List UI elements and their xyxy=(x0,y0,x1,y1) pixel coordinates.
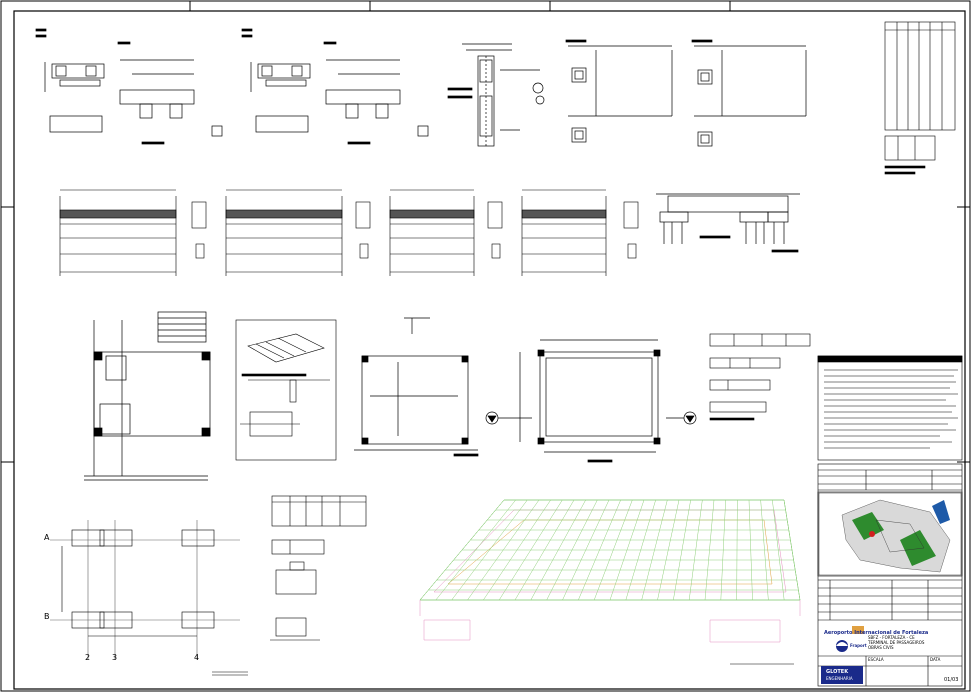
table-notes-center xyxy=(709,333,811,421)
detail-beam-elevation-2 xyxy=(225,189,371,276)
sheet-number: 01/03 xyxy=(944,677,959,683)
project-line-1: SBFZ - FORTALEZA - CE xyxy=(868,635,915,640)
company-name: GLOTEK xyxy=(826,669,849,675)
table-rebar-schedule-top xyxy=(884,21,956,175)
detail-beam-elevation-4 xyxy=(521,189,639,276)
detail-small-schedule xyxy=(270,495,367,641)
detail-slab-plan-2 xyxy=(485,339,697,463)
glotek-logo xyxy=(821,666,863,684)
detail-beam-section-2 xyxy=(241,28,429,145)
general-notes-panel xyxy=(817,355,963,461)
detail-beam-elevation-1 xyxy=(59,189,207,276)
rebar-cage-3d-view xyxy=(419,499,801,665)
detail-isometric-reinforcement xyxy=(235,319,337,461)
location-map xyxy=(818,492,962,576)
detail-beam-section-1 xyxy=(35,28,223,145)
grid-col-2-label: 2 xyxy=(85,653,91,662)
detail-foundation-section xyxy=(656,193,800,253)
grid-row-b-label: B xyxy=(44,612,50,621)
detail-pile-cap-plan xyxy=(84,311,211,481)
date-label: DATA xyxy=(930,657,941,662)
project-line-3: OBRAS CIVIS xyxy=(868,645,894,650)
project-line-2: TERMINAL DE PASSAGEIROS xyxy=(868,640,925,645)
grid-col-3-label: 3 xyxy=(112,653,118,662)
detail-slab-plan-1 xyxy=(354,317,479,457)
client-name: Aeroporto Internacional de Fortaleza xyxy=(824,630,929,636)
grid-col-4-label: 4 xyxy=(194,653,200,662)
detail-anchor-bolt xyxy=(447,43,545,147)
logo-text: Fraport xyxy=(850,643,867,648)
fraport-logo xyxy=(836,626,864,652)
grid-row-a-label: A xyxy=(44,533,50,542)
detail-column-sections xyxy=(565,39,807,147)
foundation-grid-plan xyxy=(50,520,248,676)
detail-beam-elevation-3 xyxy=(389,189,503,276)
scale-label: ESCALA xyxy=(868,657,884,662)
company-sub: ENGENHARIA xyxy=(826,676,853,681)
